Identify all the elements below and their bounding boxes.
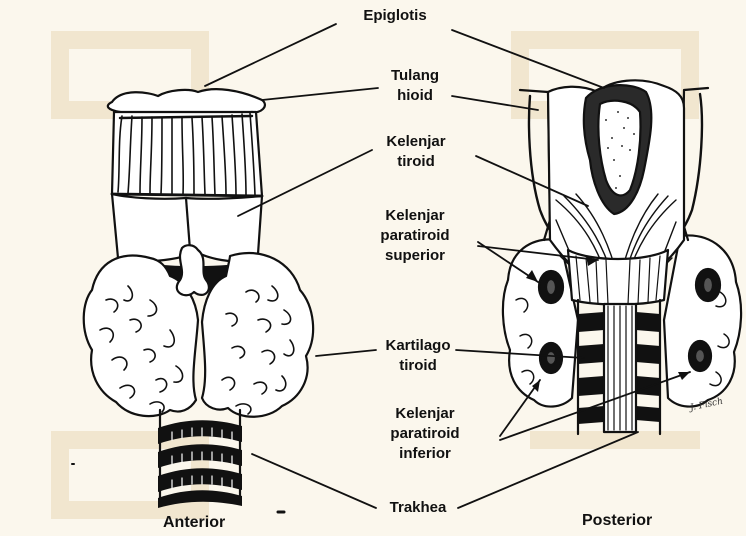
label-paratiroid-superior: Kelenjar paratiroid superior xyxy=(356,206,474,266)
label-paratiroid-superior-line1: Kelenjar xyxy=(356,206,474,226)
label-kartilago-tiroid-line1: Kartilago xyxy=(366,336,470,356)
label-kartilago-tiroid-line2: tiroid xyxy=(366,356,470,376)
label-paratiroid-inferior-line3: inferior xyxy=(370,444,480,464)
label-kelenjar-tiroid-line2: tiroid xyxy=(364,152,468,172)
label-paratiroid-inferior-line1: Kelenjar xyxy=(370,404,480,424)
caption-anterior: Anterior xyxy=(163,514,225,532)
label-paratiroid-superior-line2: paratiroid xyxy=(356,226,474,246)
caption-posterior: Posterior xyxy=(582,512,652,530)
label-kelenjar-tiroid-line1: Kelenjar xyxy=(364,132,468,152)
label-paratiroid-inferior: Kelenjar paratiroid inferior xyxy=(370,404,480,464)
label-trakhea-text: Trakhea xyxy=(390,499,447,516)
anterior-view xyxy=(84,89,313,508)
label-epiglotis: Epiglotis xyxy=(346,6,444,26)
label-epiglotis-text: Epiglotis xyxy=(363,7,426,24)
label-paratiroid-superior-line3: superior xyxy=(356,246,474,266)
label-paratiroid-inferior-line2: paratiroid xyxy=(370,424,480,444)
label-trakhea: Trakhea xyxy=(374,498,462,518)
label-tulang-hioid-line1: Tulang xyxy=(370,66,460,86)
label-kartilago-tiroid: Kartilago tiroid xyxy=(366,336,470,376)
label-tulang-hioid: Tulang hioid xyxy=(370,66,460,106)
label-tulang-hioid-line2: hioid xyxy=(370,86,460,106)
label-kelenjar-tiroid: Kelenjar tiroid xyxy=(364,132,468,172)
